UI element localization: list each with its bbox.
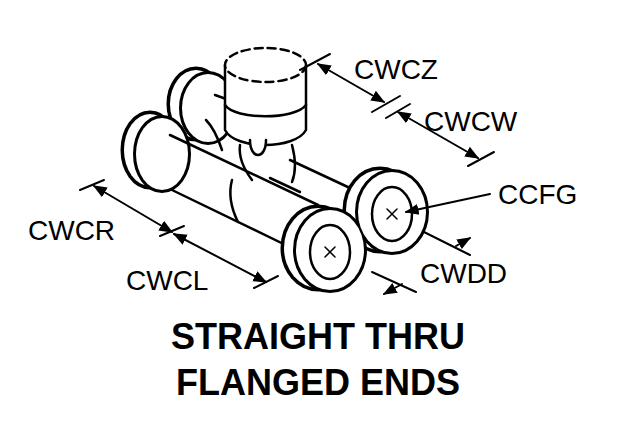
right-flange — [284, 170, 426, 290]
dimension-code: CWCW — [424, 108, 517, 136]
dimension-code: CWCL — [126, 267, 208, 295]
dimension-code: CWDD — [420, 260, 507, 288]
figure-caption: STRAIGHT THRU FLANGED ENDS — [148, 314, 488, 406]
dimension-code: CCFG — [498, 181, 577, 209]
left-flange — [124, 70, 234, 190]
dimension-lines — [80, 54, 494, 294]
dimension-code: CWCZ — [354, 56, 438, 84]
bonnet — [225, 48, 306, 182]
dimension-code: CWCR — [28, 217, 115, 245]
